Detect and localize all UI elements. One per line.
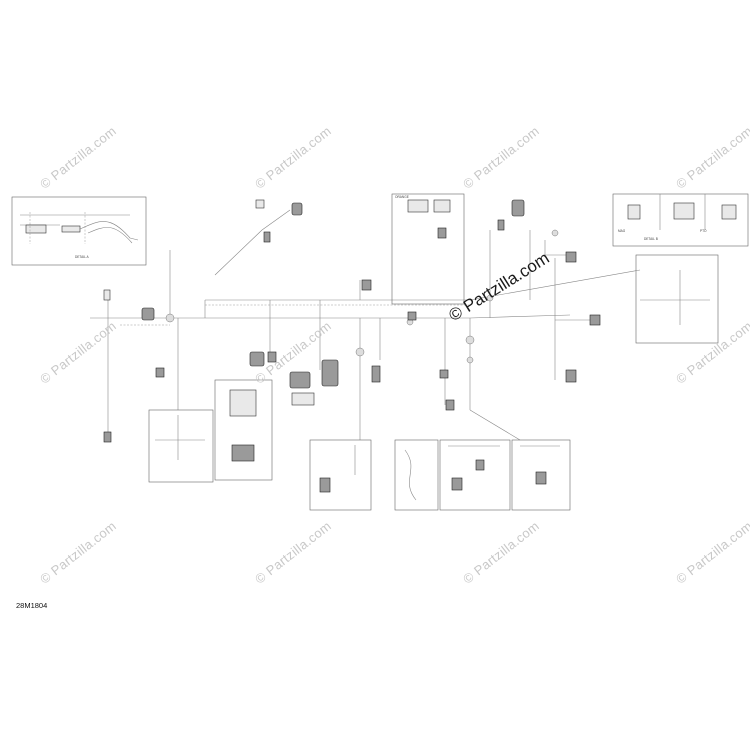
pto-label: PTO — [700, 229, 707, 233]
mag-label: MAG — [618, 229, 626, 233]
main-harness — [90, 209, 641, 441]
detail-b-label: DETAIL B — [644, 237, 658, 241]
detail-a-label: DETAIL A — [75, 255, 90, 259]
detail-a-box: DETAIL A — [11, 196, 147, 266]
small-labels: ORANGE DETAIL B MAG PTO — [395, 195, 707, 241]
connectors — [103, 199, 601, 443]
junctions — [165, 229, 559, 364]
orange-label: ORANGE — [395, 195, 409, 199]
subassembly-boxes — [148, 193, 749, 511]
diagram-id: 28M1804 — [16, 601, 48, 610]
